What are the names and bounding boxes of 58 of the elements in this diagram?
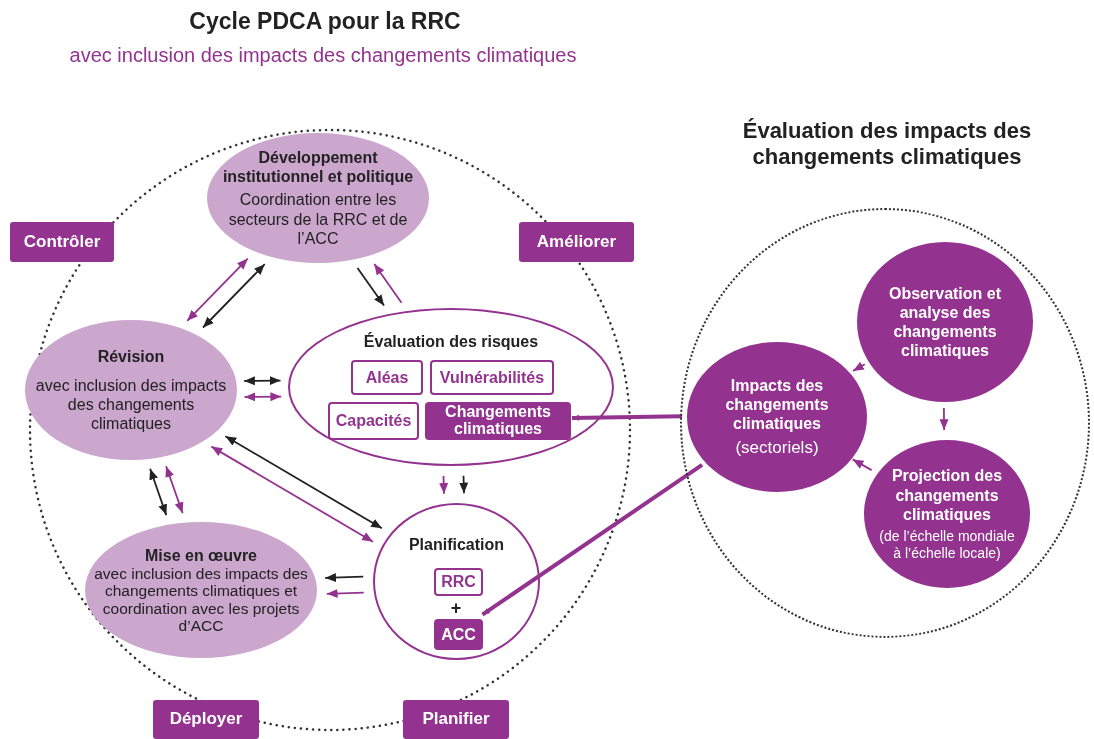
subtitle: avec inclusion des impacts des changements climatiques — [68, 44, 578, 67]
tag-box — [425, 402, 571, 440]
node-heading: Évaluation des risques — [362, 332, 540, 352]
node-heading: Améliorer — [536, 231, 617, 253]
node-heading: Déployer — [169, 709, 243, 730]
arrow — [373, 263, 403, 304]
arrow — [851, 458, 873, 471]
tag-box — [434, 568, 483, 596]
node-heading: RRC — [441, 572, 476, 592]
node-heading: Révision — [96, 346, 166, 366]
tag-box — [430, 360, 554, 395]
node-text: (de l’échelle mondiale à l’échelle locale) — [878, 528, 1016, 562]
arrow — [325, 588, 365, 598]
double-arrow — [165, 465, 184, 514]
node-heading: Mise en œuvre — [144, 545, 258, 565]
node-heading: Observation et analyse des changements climatiques — [888, 283, 1002, 361]
phase-tag — [519, 222, 634, 262]
arrow — [356, 267, 385, 307]
node-heading: Aléas — [365, 367, 409, 388]
double-arrow — [243, 376, 282, 386]
node-heading: Capacités — [335, 411, 412, 431]
arrow — [481, 463, 704, 617]
node-text: avec inclusion des impacts des changements climatiques — [34, 375, 228, 434]
node-text: Coordination entre les secteurs de la RRC et de l’ACC — [227, 190, 409, 248]
circle-node — [373, 503, 540, 660]
node-heading: Changements climatiques — [444, 404, 552, 438]
double-arrow — [149, 467, 168, 516]
node-heading: Planifier — [422, 709, 490, 730]
tag-box — [434, 619, 483, 650]
node-heading: ACC — [441, 624, 476, 645]
diagram-title: Cycle PDCA pour la RRC — [188, 8, 462, 35]
arrow — [439, 475, 449, 495]
tag-box — [328, 402, 419, 440]
node-heading: Vulnérabilités — [439, 367, 545, 388]
node-heading: Projection des changements climatiques — [890, 466, 1004, 524]
oval-node — [288, 308, 614, 466]
arrow — [324, 573, 365, 583]
arrow — [459, 474, 469, 495]
node-heading: Impacts des changements climatiques — [724, 376, 830, 434]
node-heading: Évaluation des impacts des changements climatiques — [741, 118, 1033, 171]
double-arrow — [243, 392, 283, 402]
double-arrow — [202, 263, 266, 329]
node-heading: Contrôler — [23, 231, 101, 253]
phase-tag — [153, 700, 259, 739]
plus-sign: + — [449, 598, 463, 619]
node-heading: Planification — [407, 535, 506, 555]
double-arrow — [210, 445, 374, 543]
node-text: avec inclusion des impacts des changements climatiques et coordination avec les projets d’ACC — [93, 564, 309, 635]
arrow — [939, 407, 949, 431]
phase-tag — [10, 222, 114, 262]
phase-tag — [403, 700, 509, 739]
arrow — [852, 361, 866, 372]
node-text: (sectoriels) — [734, 437, 820, 458]
node-heading: Développement institutionnel et politique — [221, 148, 415, 187]
tag-box — [351, 360, 423, 395]
double-arrow — [224, 435, 383, 530]
arrow — [571, 414, 683, 421]
double-arrow — [186, 257, 249, 322]
